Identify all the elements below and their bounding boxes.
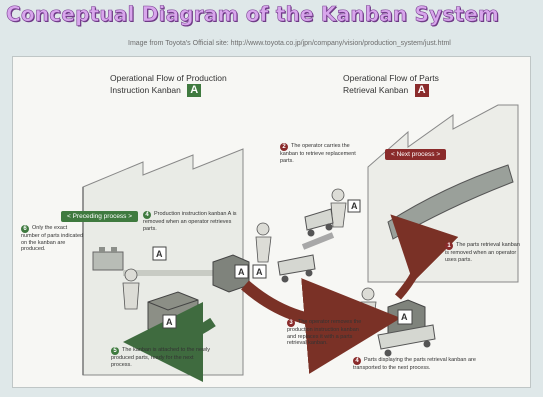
page-title: Conceptual Diagram of the Kanban System	[6, 2, 500, 27]
step-4-number: 4	[353, 357, 361, 365]
svg-text:A: A	[166, 317, 173, 327]
svg-text:A: A	[238, 267, 245, 277]
image-caption: Image from Toyota's Official site: http:…	[128, 40, 451, 47]
step-2-number: 2	[280, 143, 288, 151]
svg-text:A: A	[156, 249, 163, 259]
step-production-text: Production instruction kanban A is remov…	[143, 211, 237, 232]
hand-cart-3	[377, 324, 436, 357]
step-3-text: The operator removes the production inst…	[287, 319, 362, 346]
hand-cart-2	[304, 208, 334, 237]
preceding-process-label: < Preceding process >	[61, 211, 139, 222]
step-3-number: 3	[287, 319, 295, 327]
operator-figure-3	[331, 188, 345, 202]
svg-text:A: A	[351, 201, 358, 211]
right-heading-line2: Retrieval Kanban	[343, 84, 409, 95]
right-heading: Operational Flow of Parts Retrieval Kanb…	[343, 73, 439, 97]
step-production-number: 4	[143, 211, 151, 219]
flow-arrow-up	[390, 214, 459, 300]
operator-figure-4	[361, 287, 375, 301]
step-6-text: Only the exact number of parts indicated…	[21, 225, 84, 252]
left-kanban-badge: A	[187, 84, 202, 97]
right-heading-line1: Operational Flow of Parts	[343, 73, 439, 83]
step-4-text: Parts displaying the parts retrieval kan…	[353, 357, 476, 371]
flow-arrow-gray	[301, 232, 335, 250]
step-5-text: The kanban is attached to the newly prod…	[111, 347, 211, 368]
svg-text:A: A	[256, 267, 263, 277]
left-heading: Operational Flow of Production Instructi…	[110, 73, 227, 97]
step-1-text: The parts retrieval kanban is removed wh…	[445, 242, 520, 263]
step-6-number: 6	[21, 225, 29, 233]
step-5-number: 5	[111, 347, 119, 355]
kanban-diagram: A A A A A A	[82, 104, 519, 382]
kanban-card-group: A A A A A A	[152, 199, 413, 329]
left-heading-line1: Operational Flow of Production	[110, 73, 227, 83]
step-1-number: 1	[445, 242, 453, 250]
right-kanban-badge: A	[414, 84, 429, 97]
operator-figure-1	[124, 268, 138, 282]
next-process-label: < Next process >	[385, 149, 447, 160]
flow-arrow-return	[123, 301, 216, 382]
svg-text:A: A	[401, 312, 408, 322]
hand-cart-1	[277, 254, 316, 283]
diagram-frame: A A A A A A Operational Flow of Producti…	[12, 56, 531, 388]
operator-figure-2	[256, 222, 270, 236]
step-2-text: The operator carries the kanban to retri…	[280, 143, 356, 164]
flow-arrow-to-next	[241, 278, 401, 374]
left-heading-line2: Instruction Kanban	[110, 84, 181, 95]
